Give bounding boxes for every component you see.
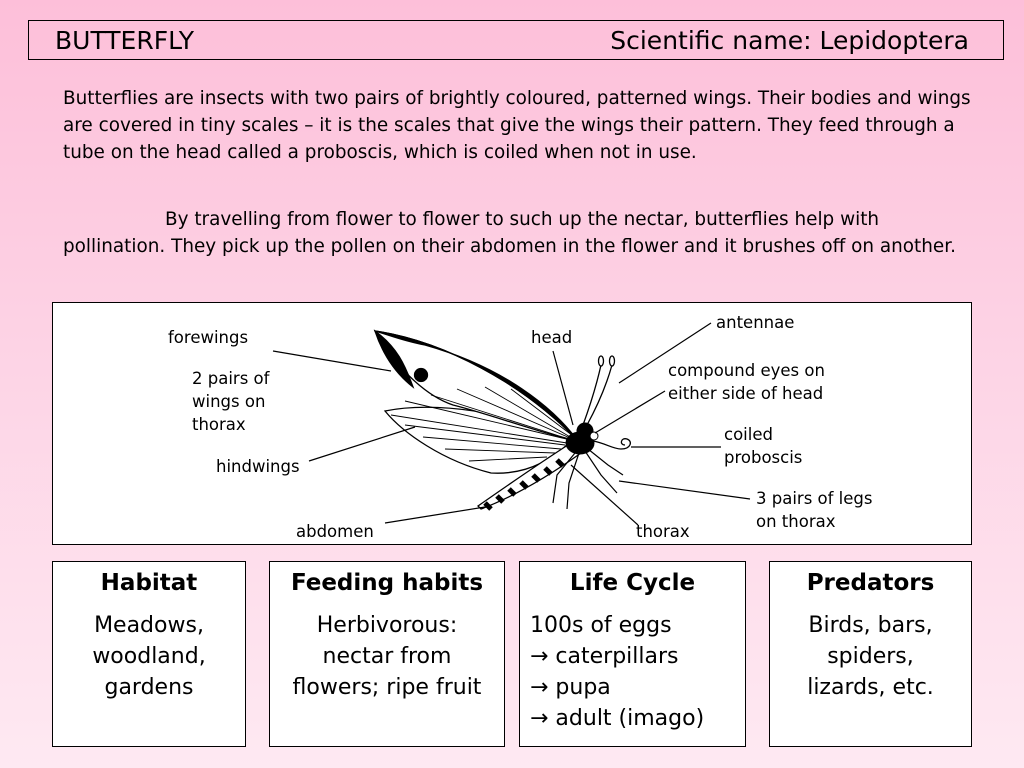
label-two-pairs-wings: 2 pairs of wings on thorax: [192, 369, 270, 434]
title-bar: BUTTERFLY Scientific name: Lepidoptera: [28, 20, 1004, 60]
label-abdomen: abdomen: [296, 522, 374, 541]
antennae-shape: [582, 355, 616, 426]
label-forewings: forewings: [168, 328, 249, 347]
label-thorax: thorax: [636, 522, 690, 541]
label-legs: 3 pairs of legs on thorax: [756, 489, 873, 531]
card-title: Life Cycle: [569, 570, 696, 596]
card-body: Birds, bars, spiders, lizards, etc.: [807, 613, 934, 700]
feeding-habits-card: Feeding habits Herbivorous: nectar from …: [269, 561, 505, 747]
card-body: 100s of eggs → caterpillars → pupa → adu…: [530, 613, 705, 731]
card-body: Herbivorous: nectar from flowers; ripe f…: [292, 613, 482, 700]
page-title: BUTTERFLY: [55, 26, 194, 55]
label-antennae: antennae: [716, 313, 795, 332]
thorax-head-shape: [565, 422, 599, 455]
habitat-card: Habitat Meadows, woodland, gardens: [52, 561, 246, 747]
label-compound-eyes: compound eyes on either side of head: [668, 361, 825, 403]
forewing-shape: [373, 329, 580, 443]
life-cycle-card: Life Cycle 100s of eggs → caterpillars →…: [519, 561, 746, 747]
predators-card: Predators Birds, bars, spiders, lizards,…: [769, 561, 972, 747]
label-head: head: [531, 328, 573, 347]
card-body: Meadows, woodland, gardens: [92, 613, 206, 700]
legs-shape: [552, 448, 624, 510]
abdomen-shape: [476, 442, 583, 511]
card-title: Feeding habits: [290, 570, 484, 596]
label-hindwings: hindwings: [216, 457, 300, 476]
card-title: Predators: [806, 570, 935, 596]
proboscis-shape: [592, 438, 632, 450]
butterfly-illustration: [272, 322, 751, 526]
scientific-name: Scientific name: Lepidoptera: [610, 26, 969, 55]
card-title: Habitat: [100, 570, 198, 596]
label-coiled-proboscis: coiled proboscis: [724, 425, 803, 467]
intro-paragraph-2: By travelling from flower to flower to s…: [63, 209, 956, 257]
intro-paragraph-1: Butterflies are insects with two pairs o…: [63, 88, 971, 163]
pointer-lines: [272, 322, 751, 526]
butterfly-diagram: forewings 2 pairs of wings on thorax hin…: [52, 302, 972, 545]
